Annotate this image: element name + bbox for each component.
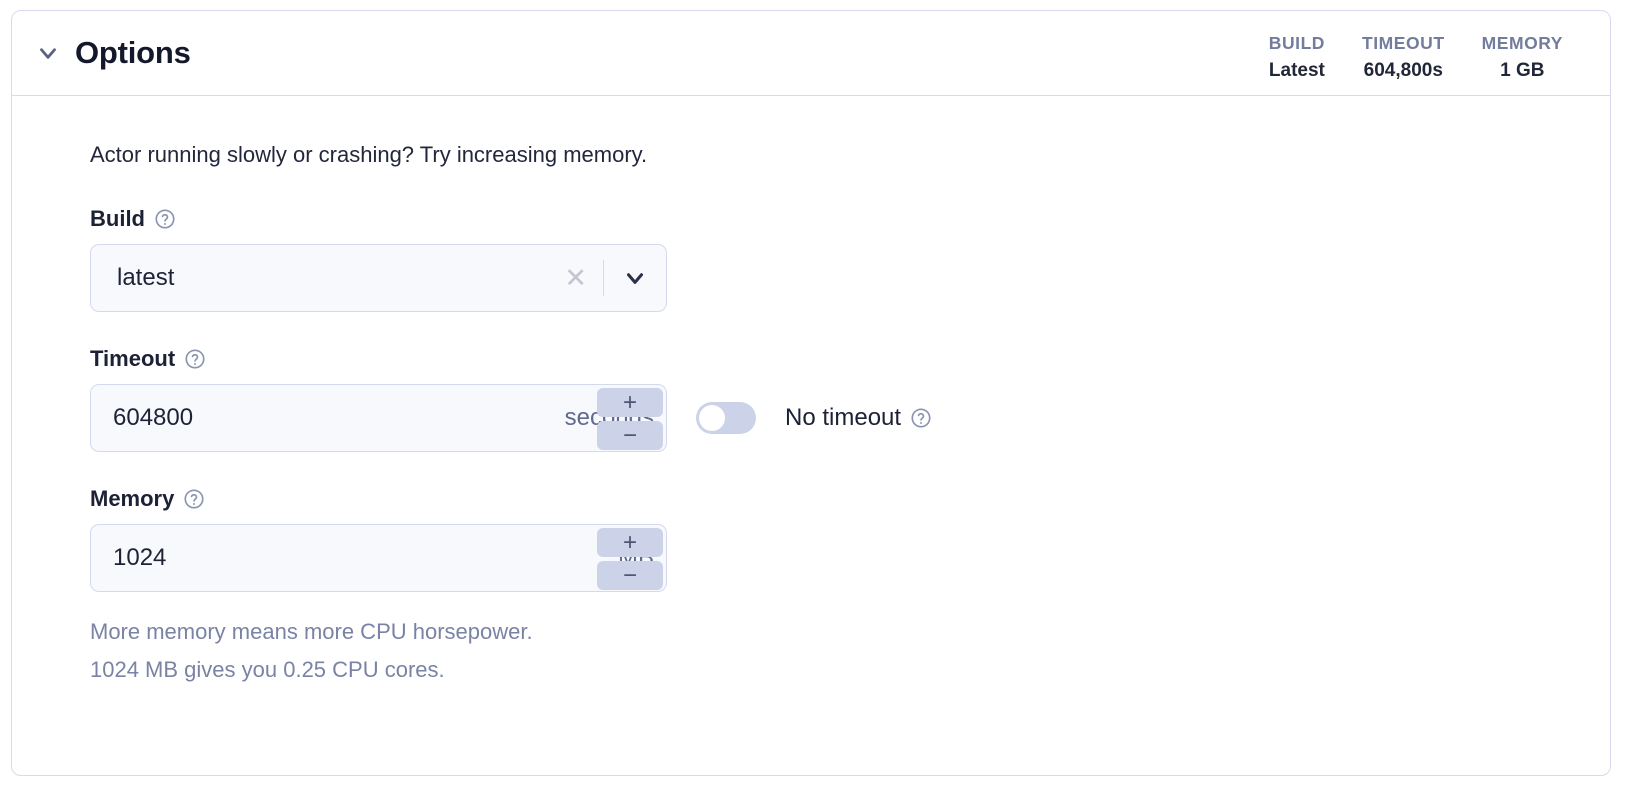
timeout-increment-button[interactable]: +: [597, 388, 663, 417]
build-field-label: Build: [90, 206, 1610, 232]
options-panel-body: Actor running slowly or crashing? Try in…: [12, 96, 1610, 689]
memory-increment-button[interactable]: +: [597, 528, 663, 557]
memory-field-label: Memory: [90, 486, 1610, 512]
timeout-decrement-button[interactable]: −: [597, 421, 663, 450]
memory-decrement-button[interactable]: −: [597, 561, 663, 590]
memory-hint-line-1: More memory means more CPU horsepower.: [90, 619, 533, 644]
memory-input-wrapper[interactable]: MB + −: [90, 524, 667, 592]
memory-input[interactable]: [91, 543, 618, 573]
summary-value-build: Latest: [1268, 60, 1325, 81]
question-circle-icon[interactable]: [183, 488, 205, 510]
timeout-stepper: + −: [597, 388, 663, 450]
memory-hint-line-2: 1024 MB gives you 0.25 CPU cores.: [90, 657, 445, 682]
toggle-knob: [699, 405, 725, 431]
question-circle-icon[interactable]: [910, 407, 932, 429]
summary-value-memory: 1 GB: [1500, 60, 1545, 81]
summary-label-build: BUILD: [1268, 33, 1325, 53]
build-select-value: latest: [117, 264, 175, 291]
chevron-down-icon[interactable]: [604, 265, 666, 291]
divider: [603, 260, 604, 296]
intro-text: Actor running slowly or crashing? Try in…: [90, 142, 648, 167]
options-summary: BUILD Latest TIMEOUT 604,800s MEMORY 1 G…: [1269, 31, 1563, 84]
no-timeout-label-text: No timeout: [785, 404, 902, 431]
summary-item-timeout: TIMEOUT 604,800s: [1362, 31, 1445, 84]
timeout-field-label: Timeout: [90, 346, 1610, 372]
summary-label-timeout: TIMEOUT: [1362, 33, 1445, 53]
no-timeout-toggle[interactable]: [696, 402, 756, 434]
build-select[interactable]: latest ✕: [90, 244, 667, 312]
options-panel: Options BUILD Latest TIMEOUT 604,800s ME…: [11, 10, 1611, 776]
memory-stepper: + −: [597, 528, 663, 590]
summary-item-build: BUILD Latest: [1269, 31, 1325, 84]
no-timeout-label: No timeout: [785, 404, 932, 432]
timeout-input[interactable]: [91, 403, 565, 433]
build-label-text: Build: [90, 206, 145, 231]
memory-label-text: Memory: [90, 486, 175, 511]
timeout-control-row: seconds + − No timeout: [90, 384, 1610, 452]
memory-hint: More memory means more CPU horsepower. 1…: [90, 613, 1610, 689]
chevron-down-icon[interactable]: [35, 40, 61, 66]
close-icon[interactable]: ✕: [564, 262, 587, 293]
summary-value-timeout: 604,800s: [1363, 60, 1443, 81]
question-circle-icon[interactable]: [184, 348, 206, 370]
summary-label-memory: MEMORY: [1481, 33, 1563, 53]
page-title: Options: [75, 35, 191, 70]
timeout-label-text: Timeout: [90, 346, 176, 371]
timeout-input-wrapper[interactable]: seconds + −: [90, 384, 667, 452]
summary-item-memory: MEMORY 1 GB: [1482, 31, 1563, 84]
question-circle-icon[interactable]: [154, 208, 176, 230]
options-panel-header[interactable]: Options BUILD Latest TIMEOUT 604,800s ME…: [12, 11, 1610, 96]
